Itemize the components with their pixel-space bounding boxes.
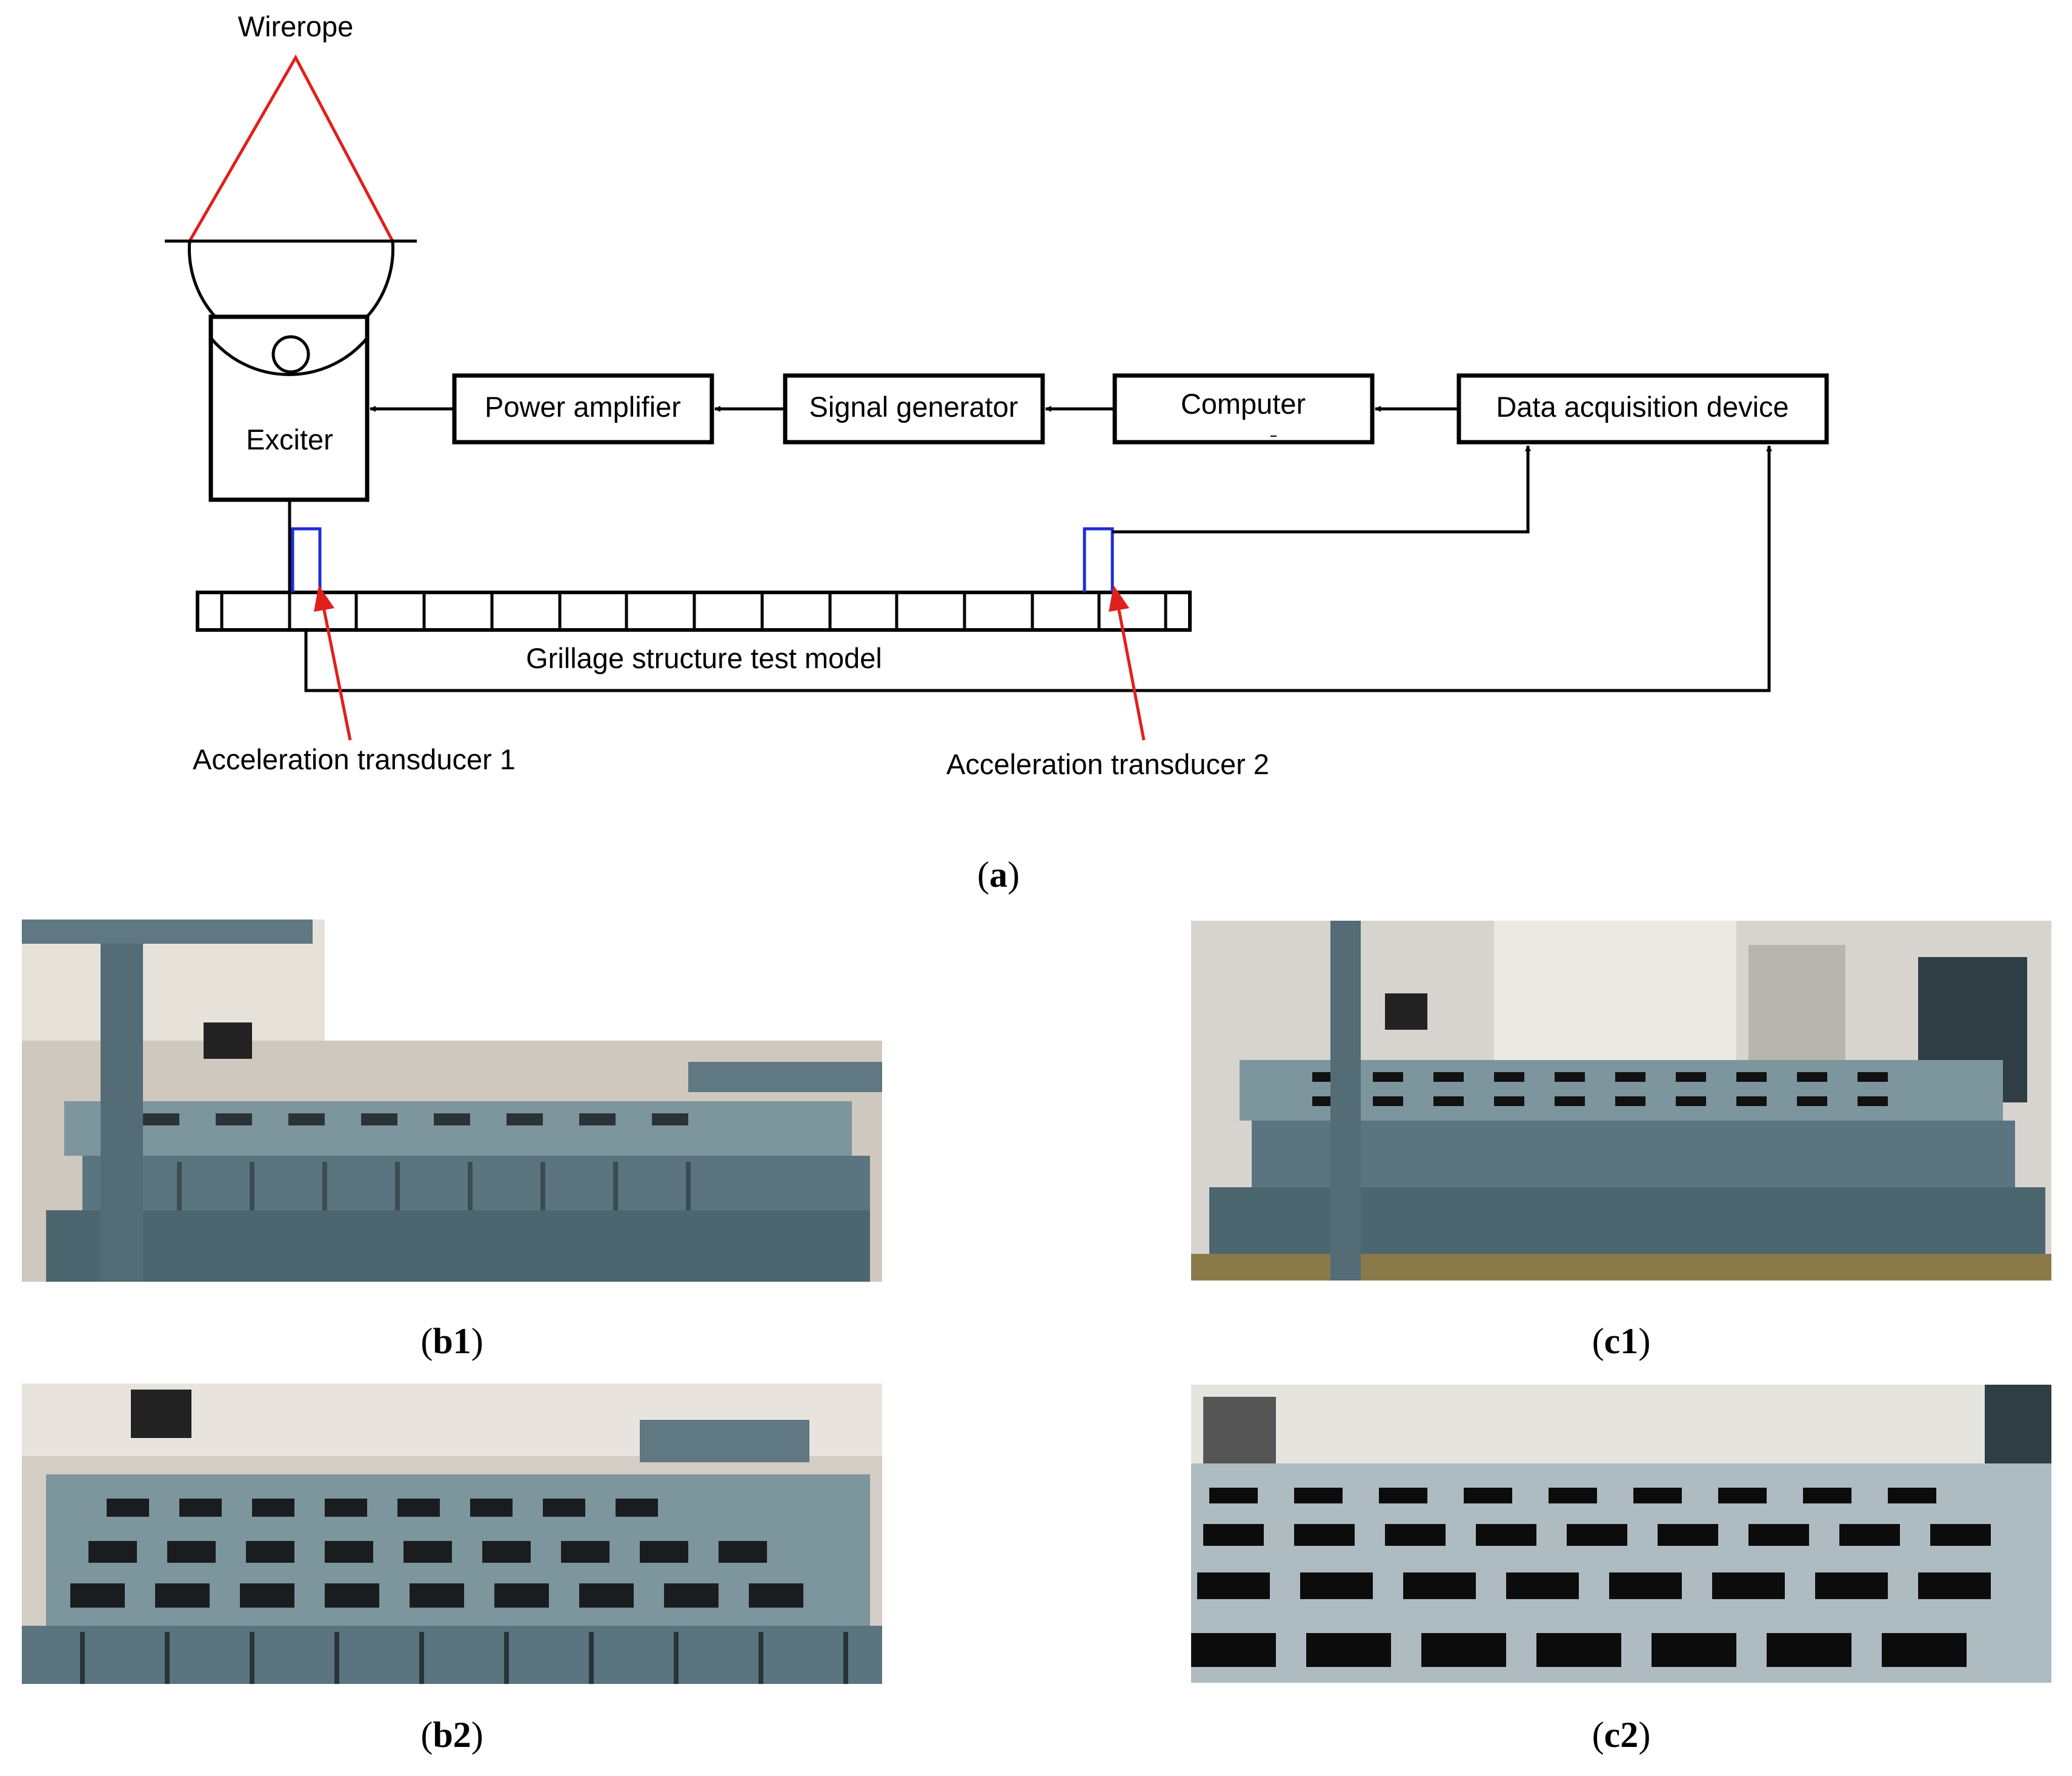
- grillage-model: [196, 591, 1192, 632]
- caption-b2: (b2): [420, 1715, 483, 1755]
- caption-c1: (c1): [1592, 1321, 1651, 1361]
- signal-generator-label: Signal generator: [809, 391, 1018, 423]
- data-acquisition-label: Data acquisition device: [1496, 391, 1788, 423]
- photo-b2: [22, 1383, 882, 1684]
- pointer-arrow-2: [1117, 606, 1146, 741]
- wirerope-label: Wirerope: [238, 10, 354, 42]
- test-setup-schematic: Wirerope Exciter Power amplifier Signal …: [165, 10, 1829, 780]
- computer-label: Computer: [1181, 388, 1306, 420]
- transducer-1-label: Acceleration transducer 1: [193, 743, 516, 775]
- caption-a: (a): [977, 855, 1020, 895]
- data-acquisition-box: [1456, 373, 1829, 445]
- power-amplifier-label: Power amplifier: [485, 391, 681, 423]
- transducer-2-label: Acceleration transducer 2: [946, 748, 1269, 780]
- photo-c1: [1191, 921, 2051, 1281]
- power-amplifier-box: [452, 373, 714, 445]
- cable-transducer-1: [304, 445, 1772, 692]
- wirerope: [188, 54, 394, 242]
- grillage-label: Grillage structure test model: [526, 642, 882, 674]
- transducer-1: [291, 527, 322, 592]
- transducer-2: [1083, 527, 1114, 592]
- caption-c2: (c2): [1592, 1715, 1651, 1755]
- photo-c2: [1191, 1385, 2051, 1683]
- pointer-arrow-1: [322, 606, 352, 741]
- photo-b1: [22, 919, 882, 1282]
- caption-b1: (b1): [420, 1321, 483, 1361]
- cable-transducer-2: [1112, 445, 1531, 534]
- exciter-wheel-icon: [271, 335, 310, 374]
- exciter-label: Exciter: [246, 423, 333, 456]
